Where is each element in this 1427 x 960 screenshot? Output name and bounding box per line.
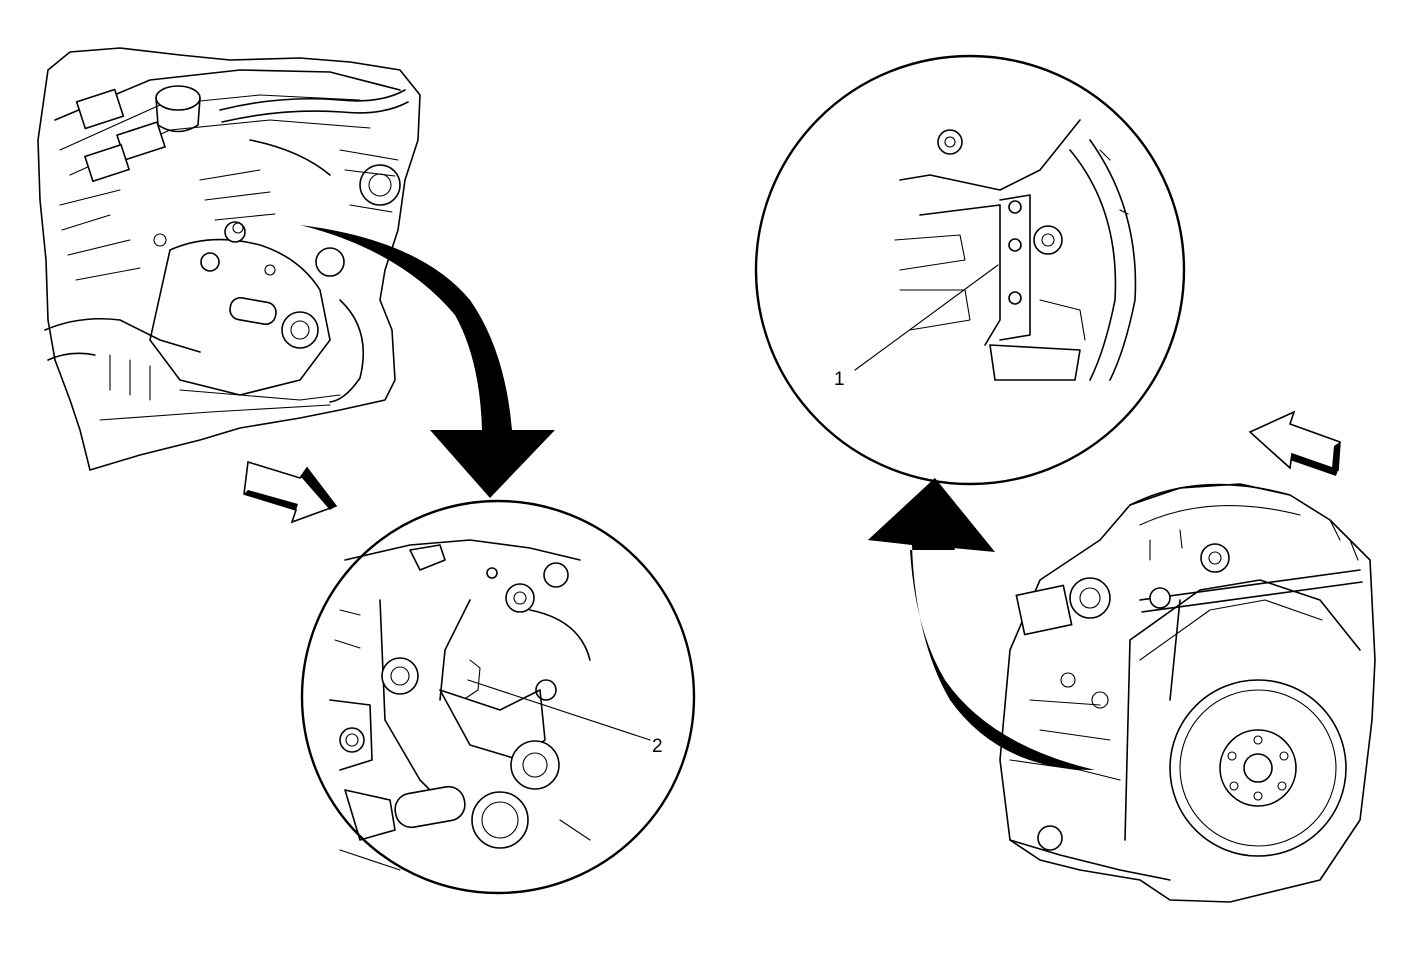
right-engine-overview (999, 483, 1376, 903)
left-engine-overview (37, 47, 421, 471)
callout-label-2: 2 (652, 736, 663, 757)
view-direction-arrow-right (1248, 410, 1341, 476)
zoom-arrow-to-detail-1 (868, 478, 1095, 770)
detail-view-1: 1 (754, 54, 1186, 486)
callout-label-1: 1 (834, 369, 845, 390)
detail-view-2: 2 (300, 499, 696, 895)
zoom-arrow-to-detail-2 (300, 225, 555, 498)
view-direction-arrow-left (243, 460, 338, 524)
